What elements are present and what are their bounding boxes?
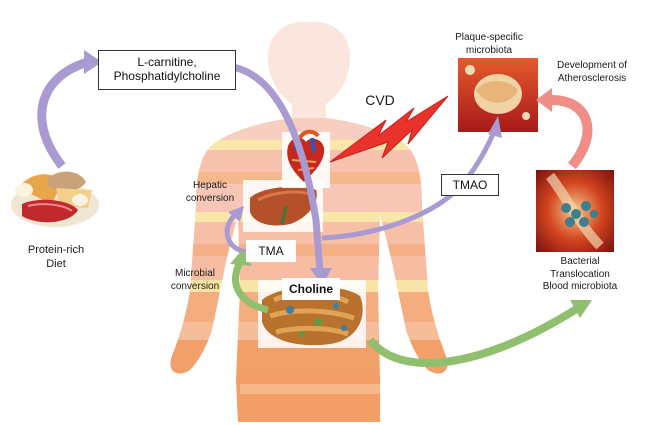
atherosclerosis-label: Development of Atherosclerosis	[556, 60, 628, 84]
microbial-conversion-label: Microbial conversion	[170, 268, 220, 292]
cvd-lightning-icon	[329, 95, 449, 163]
protein-diet-label: Protein-rich Diet	[27, 244, 85, 270]
tma-to-liver-arrow	[224, 212, 247, 255]
bacterial-translocation-label: Bacterial Translocation Blood microbiota	[542, 256, 618, 292]
tma-to-tmao-arrow	[321, 130, 497, 241]
l-carnitine-box: L-carnitine, Phosphatidylcholine	[98, 50, 236, 90]
choline-box: Choline	[282, 278, 340, 300]
tma-box: TMA	[246, 240, 296, 262]
vessel-to-plaque-arrow	[551, 95, 593, 170]
food-image	[11, 171, 99, 227]
diet-to-carnitine-arrow	[37, 57, 90, 169]
plaque-microbiota-label: Plaque-specific microbiota	[455, 32, 523, 56]
carnitine-to-choline-arrow	[225, 62, 324, 273]
atherosclerosis-vessel-image	[536, 170, 614, 252]
choline-to-tma-arrow	[232, 260, 269, 314]
intestine-to-translocation-arrow	[366, 304, 581, 367]
hepatic-conversion-label: Hepatic conversion	[185, 180, 235, 204]
tmao-box: TMAO	[441, 174, 499, 196]
cvd-label: CVD	[365, 92, 395, 108]
